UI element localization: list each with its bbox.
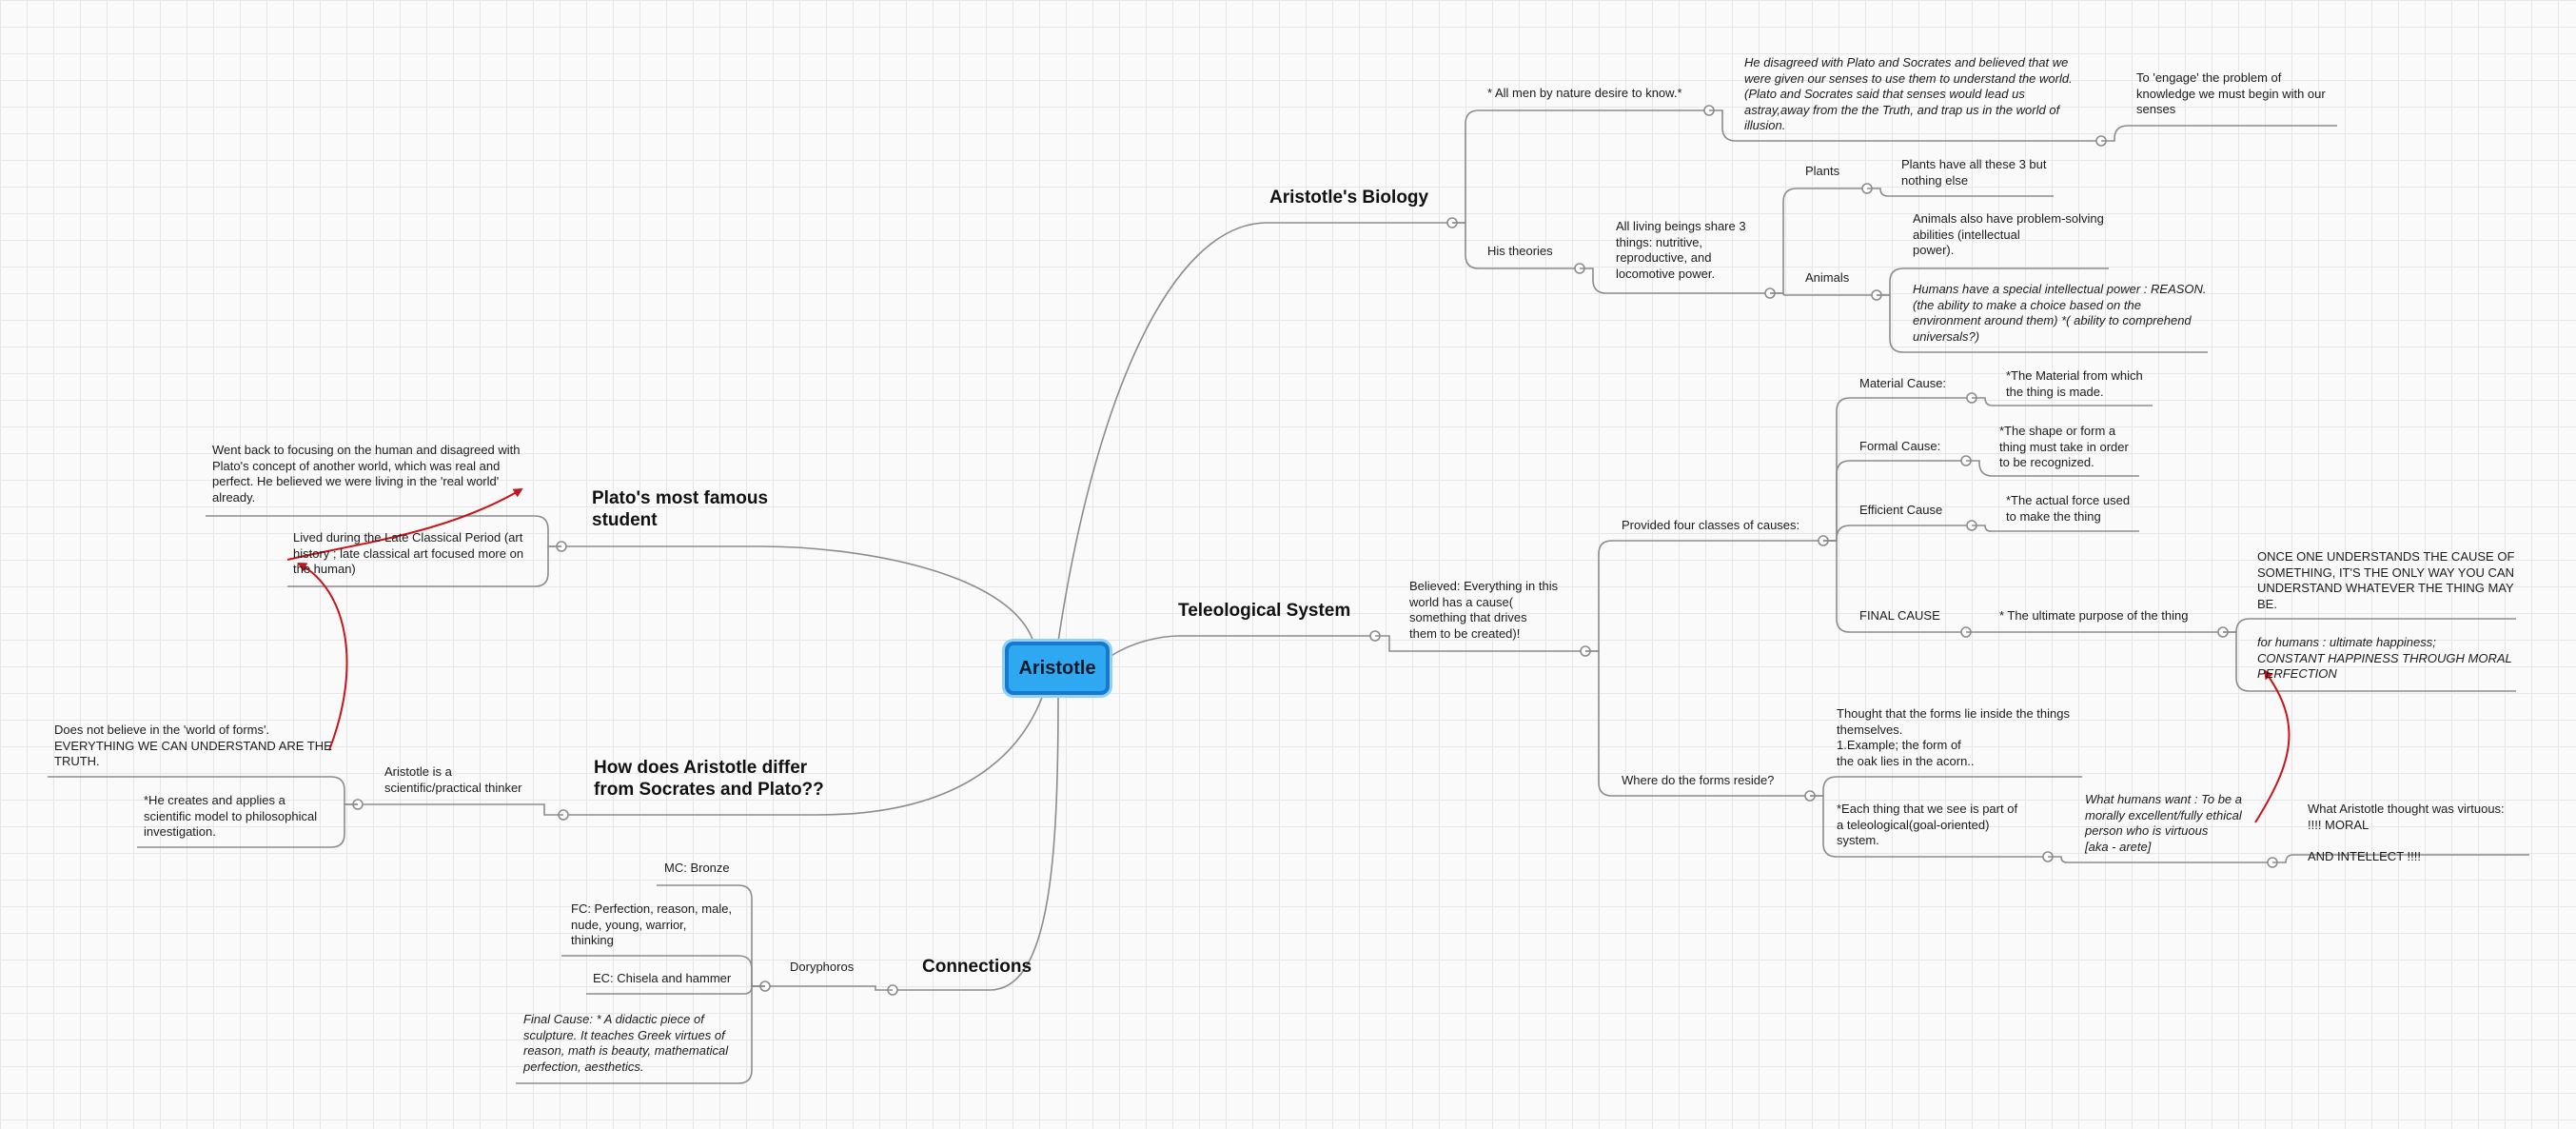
- node-animals-note[interactable]: Animals also have problem-solving abilit…: [1913, 211, 2104, 257]
- node-scientific-model[interactable]: *He creates and applies a scientific mod…: [144, 793, 318, 839]
- wire-doryphoros: [766, 985, 893, 991]
- wire-engage: [2101, 125, 2337, 142]
- wire-efficient: [1823, 525, 1972, 542]
- wire-plants-note: [1867, 188, 2054, 197]
- node-plants[interactable]: Plants: [1805, 164, 1840, 178]
- wire-efficient-note: [1972, 525, 2139, 532]
- wire-plants: [1770, 188, 1867, 294]
- wire-final: [1823, 540, 1966, 633]
- wire-believed: [1375, 635, 1585, 652]
- wire-final-didactic: [516, 985, 765, 1084]
- node-efficient-note[interactable]: *The actual force used to make the thing: [2006, 493, 2131, 524]
- node-doryphoros[interactable]: Doryphoros: [790, 960, 855, 974]
- node-humans-want[interactable]: What humans want : To be a morally excel…: [2085, 792, 2243, 854]
- wire-connections: [893, 694, 1059, 991]
- node-four-causes[interactable]: Provided four classes of causes:: [1622, 518, 1800, 532]
- node-late-classical[interactable]: Lived during the Late Classical Period (…: [293, 530, 524, 576]
- node-formal-cause[interactable]: Formal Cause:: [1859, 439, 1941, 453]
- wire-humans-want: [2048, 856, 2272, 863]
- wire-four-causes: [1585, 540, 1823, 652]
- node-desire[interactable]: * All men by nature desire to know.*: [1487, 86, 1682, 100]
- node-forms-inside[interactable]: Thought that the forms lie inside the th…: [1837, 706, 2070, 768]
- wire-animals-note: [1877, 267, 2109, 296]
- node-forms-reside[interactable]: Where do the forms reside?: [1622, 773, 1775, 787]
- node-teleological-system[interactable]: *Each thing that we see is part of a tel…: [1837, 802, 2018, 847]
- node-formal-note[interactable]: *The shape or form a thing must take in …: [1999, 424, 2129, 469]
- wire-forms-inside: [1810, 776, 2082, 797]
- wire-formal: [1823, 460, 1966, 542]
- topic-teleological[interactable]: Teleological System: [1178, 601, 1351, 621]
- wire-thinker: [381, 803, 563, 816]
- node-practical-thinker[interactable]: Aristotle is a scientific/practical thin…: [384, 764, 522, 795]
- node-final-note[interactable]: * The ultimate purpose of the thing: [1999, 608, 2189, 623]
- wire-forms-reside: [1585, 650, 1810, 797]
- node-disagree[interactable]: He disagreed with Plato and Socrates and…: [1744, 55, 2073, 132]
- node-went-back[interactable]: Went back to focusing on the human and d…: [212, 443, 521, 505]
- wire-formal-note: [1966, 460, 2139, 477]
- wire-animals: [1770, 292, 1877, 296]
- wire-theories: [1452, 222, 1580, 269]
- node-efficient-cause[interactable]: Efficient Cause: [1859, 503, 1943, 517]
- wire-plato: [561, 545, 1034, 643]
- node-animals[interactable]: Animals: [1805, 270, 1850, 285]
- node-engage[interactable]: To 'engage' the problem of knowledge we …: [2136, 70, 2326, 116]
- node-world-of-forms[interactable]: Does not believe in the 'world of forms'…: [54, 723, 332, 768]
- wire-once: [2223, 618, 2516, 633]
- wire-humans-happiness: [2223, 631, 2516, 692]
- wire-mc: [657, 884, 765, 987]
- node-material-note[interactable]: *The Material from which the thing is ma…: [2006, 368, 2143, 399]
- topic-differ[interactable]: How does Aristotle differ from Socrates …: [594, 758, 824, 800]
- node-mc-bronze[interactable]: MC: Bronze: [664, 861, 730, 875]
- wire-scientific-model: [137, 803, 358, 848]
- node-ec-chisel[interactable]: EC: Chisela and hammer: [593, 971, 732, 985]
- topic-connections[interactable]: Connections: [922, 957, 1032, 977]
- arrow-plato-2: [297, 563, 348, 751]
- wire-virtuous: [2272, 854, 2529, 863]
- wire-desire: [1452, 109, 1709, 224]
- topic-biology[interactable]: Aristotle's Biology: [1269, 188, 1429, 208]
- node-living[interactable]: All living beings share 3 things: nutrit…: [1616, 219, 1746, 281]
- node-humans-reason[interactable]: Humans have a special intellectual power…: [1913, 282, 2207, 344]
- wire-late-classical: [287, 545, 561, 587]
- wire-humans-reason: [1877, 294, 2208, 353]
- wire-disagree: [1709, 109, 2101, 142]
- wire-differ: [563, 694, 1044, 816]
- node-theories[interactable]: His theories: [1487, 244, 1553, 258]
- node-final-cause-didactic[interactable]: Final Cause: * A didactic piece of sculp…: [523, 1012, 729, 1074]
- wire-material-note: [1972, 397, 2153, 406]
- arrow-plato-1: [286, 487, 523, 561]
- wire-biology: [1057, 222, 1452, 643]
- node-material-cause[interactable]: Material Cause:: [1859, 376, 1947, 390]
- central-topic[interactable]: Aristotle: [1005, 642, 1110, 695]
- wire-world-of-forms: [48, 776, 358, 805]
- wire-ec: [586, 985, 765, 995]
- wire-material: [1823, 397, 1972, 542]
- node-plants-note[interactable]: Plants have all these 3 but nothing else: [1901, 157, 2047, 188]
- node-once-understands[interactable]: ONCE ONE UNDERSTANDS THE CAUSE OF SOMETH…: [2257, 549, 2515, 611]
- wire-went-back: [206, 515, 561, 547]
- topic-plato-student[interactable]: Plato's most famous student: [592, 488, 769, 530]
- arrow-virtuous: [2254, 669, 2291, 823]
- wire-teleological: [1109, 635, 1375, 658]
- wire-living: [1580, 267, 1770, 294]
- wire-teleological-system: [1810, 795, 2048, 858]
- wire-fc: [561, 955, 765, 987]
- node-believed[interactable]: Believed: Everything in this world has a…: [1409, 579, 1559, 641]
- node-final-cause[interactable]: FINAL CAUSE: [1859, 608, 1940, 623]
- node-fc-perfection[interactable]: FC: Perfection, reason, male, nude, youn…: [571, 901, 733, 947]
- node-virtuous[interactable]: What Aristotle thought was virtuous: !!!…: [2308, 802, 2505, 863]
- node-humans-happiness[interactable]: for humans : ultimate happiness; CONSTAN…: [2257, 635, 2512, 681]
